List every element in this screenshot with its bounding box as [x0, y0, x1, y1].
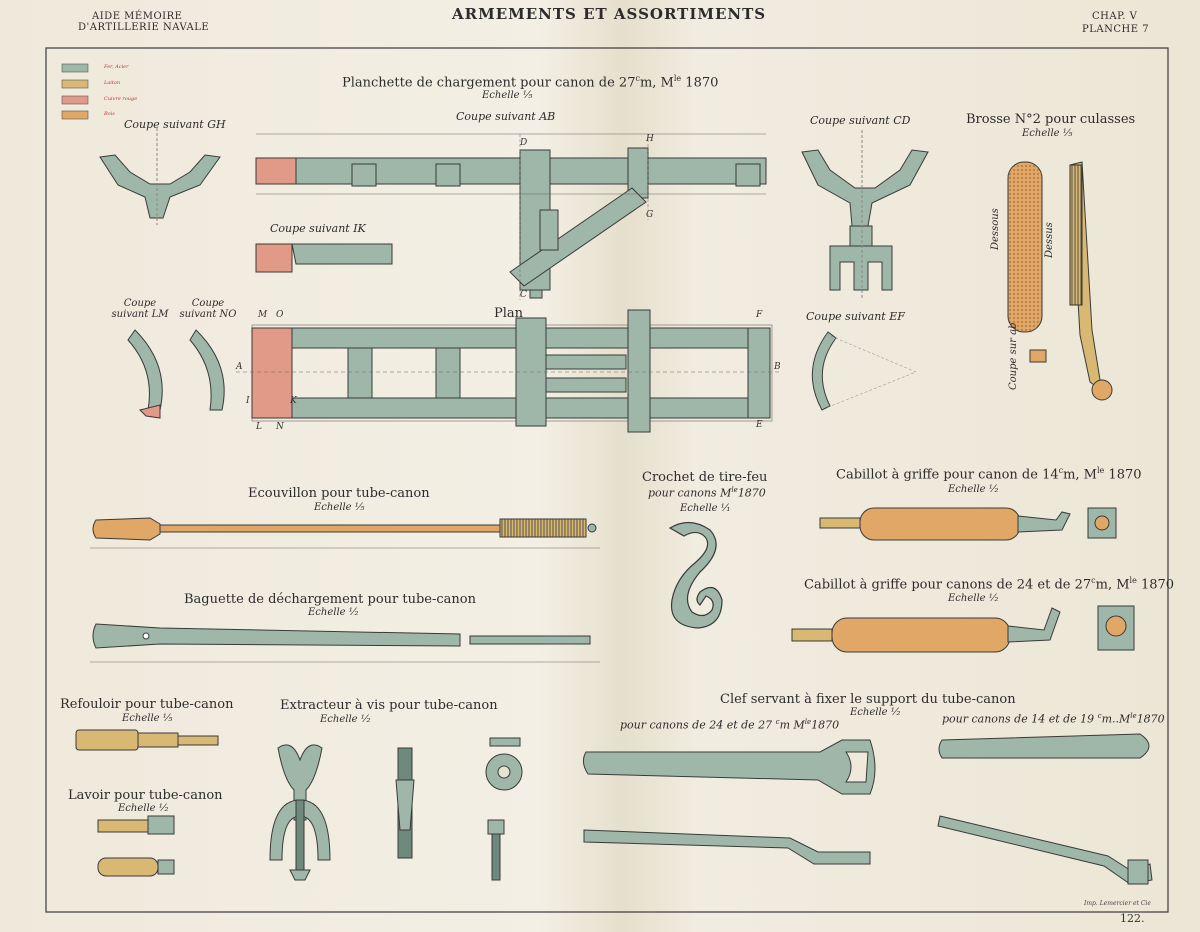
letter-f: F [756, 310, 763, 320]
coupe-ik-drawing [255, 243, 393, 273]
brosse-title: Brosse N°2 pour culasses [966, 112, 1136, 127]
brosse-dessous-label: Dessous [990, 208, 1001, 250]
letter-g: G [646, 210, 654, 220]
letter-a: A [236, 362, 243, 372]
planchette-scale: Echelle ¹⁄₅ [482, 90, 533, 101]
letter-k: K [290, 396, 297, 406]
clef-scale: Echelle ¹⁄₂ [850, 707, 901, 718]
header-right-line1: CHAP. V [1092, 11, 1138, 22]
legend-swatches [61, 63, 89, 120]
coupe-cd-drawing [801, 130, 929, 300]
clef-left-label: pour canons de 24 et de 27 cm Mle1870 [620, 718, 840, 732]
cabillot2-title: Cabillot à griffe pour canons de 24 et d… [804, 576, 1175, 593]
cabillot1-title: Cabillot à griffe pour canon de 14cm, Ml… [836, 466, 1142, 483]
header-left-line1: AIDE MÉMOIRE [92, 11, 183, 22]
letter-h: H [646, 134, 654, 144]
cabillot2-scale: Echelle ¹⁄₂ [948, 593, 999, 604]
baguette-title: Baguette de déchargement pour tube-canon [184, 592, 476, 607]
coupe-ab-drawing [255, 133, 767, 300]
page-number: 122. [1120, 912, 1145, 925]
coupe-lm-label: Coupe suivant LM [111, 298, 169, 320]
letter-b: B [774, 362, 781, 372]
plan-label: Plan [494, 306, 524, 321]
lavoir-drawing [97, 815, 175, 877]
legend-label-cuivre: Cuivre rouge [104, 96, 138, 102]
brosse-dessus-label: Dessus [1044, 222, 1055, 258]
extracteur-scale: Echelle ¹⁄₂ [320, 714, 371, 725]
baguette-drawing [90, 623, 600, 663]
brosse-coupe-label: Coupe sur ab [1008, 322, 1019, 390]
brosse-drawing [1007, 161, 1113, 401]
cabillot1-drawing [819, 507, 1117, 541]
coupe-ef-label: Coupe suivant EF [806, 310, 905, 323]
coupe-ef-drawing [811, 331, 917, 411]
coupe-gh-drawing [99, 128, 221, 225]
extracteur-drawing [269, 737, 523, 881]
clef-title: Clef servant à fixer le support du tube-… [720, 692, 1016, 707]
header-right-line2: PLANCHE 7 [1082, 24, 1150, 35]
letter-e: E [756, 420, 763, 430]
refouloir-drawing [75, 729, 219, 751]
crochet-drawing [668, 521, 723, 629]
imprint-text: Imp. Lemercier et Cie [1084, 900, 1151, 907]
crochet-title: Crochet de tire-feu [642, 470, 768, 485]
legend-label-laiton: Laiton [104, 80, 121, 86]
plan-drawing [236, 309, 780, 433]
letter-l: L [256, 422, 262, 432]
clef-right-drawing [937, 733, 1153, 885]
plate-border [45, 47, 1169, 913]
baguette-scale: Echelle ¹⁄₂ [308, 607, 359, 618]
ecouvillon-title: Ecouvillon pour tube-canon [248, 486, 430, 501]
ecouvillon-drawing [90, 517, 600, 549]
coupe-ik-label: Coupe suivant IK [270, 222, 366, 235]
clef-left-drawing [582, 739, 876, 865]
extracteur-title: Extracteur à vis pour tube-canon [280, 698, 498, 713]
lavoir-title: Lavoir pour tube-canon [68, 788, 223, 803]
crochet-scale: Echelle ¹⁄₁ [680, 503, 731, 514]
cabillot2-drawing [791, 605, 1135, 653]
coupe-no-label: Coupe suivant NO [179, 298, 237, 320]
refouloir-title: Refouloir pour tube-canon [60, 697, 234, 712]
letter-d: D [520, 138, 528, 148]
legend-label-bois: Bois [104, 111, 115, 117]
brosse-scale: Echelle ¹⁄₅ [1022, 128, 1073, 139]
ecouvillon-scale: Echelle ¹⁄₅ [314, 502, 365, 513]
header-left-line2: D'ARTILLERIE NAVALE [78, 22, 210, 33]
letter-n: N [276, 422, 284, 432]
coupe-cd-label: Coupe suivant CD [810, 114, 911, 127]
letter-m: M [258, 310, 268, 320]
crochet-subtitle: pour canons Mle1870 [648, 486, 766, 500]
clef-right-label: pour canons de 14 et de 19 cm..Mle1870 [942, 712, 1165, 726]
refouloir-scale: Echelle ¹⁄₅ [122, 713, 173, 724]
letter-i: I [246, 396, 250, 406]
cabillot1-scale: Echelle ¹⁄₂ [948, 484, 999, 495]
letter-c: C [520, 290, 527, 300]
legend-label-fer: Fer, Acier [104, 64, 129, 70]
coupe-gh-label: Coupe suivant GH [124, 118, 226, 131]
lavoir-scale: Echelle ¹⁄₂ [118, 803, 169, 814]
planchette-title: Planchette de chargement pour canon de 2… [342, 74, 719, 91]
letter-o: O [276, 310, 284, 320]
coupe-ab-label: Coupe suivant AB [456, 110, 556, 123]
coupes-lm-no-drawing [127, 329, 225, 419]
page-title: ARMEMENTS ET ASSORTIMENTS [452, 5, 767, 23]
